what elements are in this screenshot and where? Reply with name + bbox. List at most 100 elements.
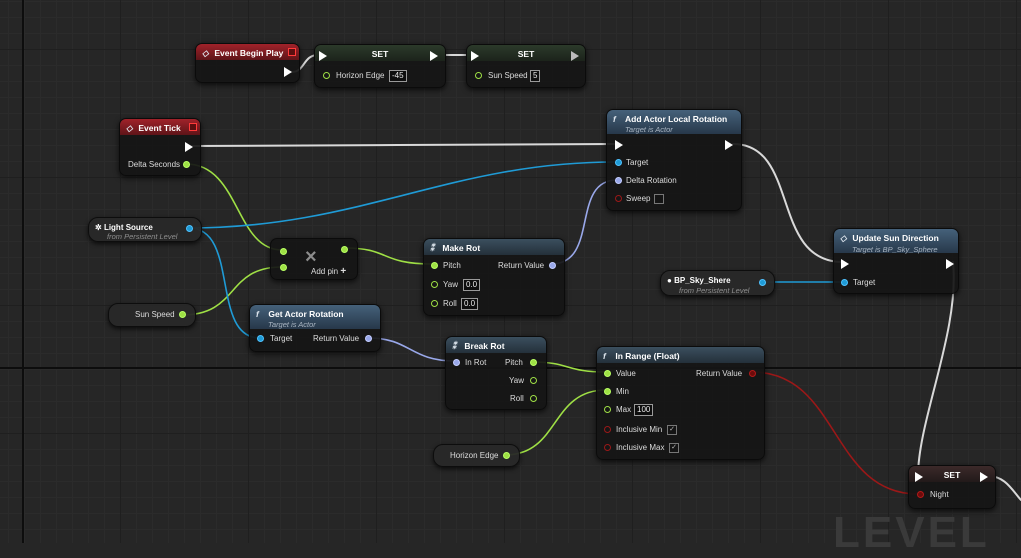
target-input-pin[interactable] (841, 279, 848, 286)
node-subtitle: Target is Actor (625, 125, 673, 134)
float-wire-delta-multiply (185, 163, 283, 251)
pin-label: Target (626, 158, 649, 167)
node-header: ⁑ Break Rot (446, 337, 546, 353)
node-subtitle: Target is BP_Sky_Sphere (852, 245, 938, 254)
inclusive-min-input-pin[interactable] (604, 426, 611, 433)
plus-icon: + (340, 266, 347, 277)
node-header: ◇ Event Tick (120, 119, 200, 135)
light-source-output-pin[interactable] (186, 225, 193, 232)
function-icon: f (256, 309, 259, 319)
pin-label: Return Value (313, 334, 360, 343)
night-input-pin[interactable] (917, 491, 924, 498)
yaw-output-pin[interactable] (530, 377, 537, 384)
yaw-input-pin[interactable] (431, 281, 438, 288)
pin-label: Inclusive Min (616, 425, 663, 434)
exec-in-pin[interactable] (615, 140, 623, 150)
get-actor-rotation-node[interactable]: f Get Actor Rotation Target is Actor Tar… (249, 304, 381, 352)
delta-seconds-output-pin[interactable] (183, 161, 190, 168)
horizon-edge-output-pin[interactable] (503, 452, 510, 459)
event-begin-play-node[interactable]: ◇ Event Begin Play (195, 43, 300, 83)
exec-out-pin[interactable] (946, 259, 954, 269)
exec-in-pin[interactable] (319, 51, 327, 61)
sweep-checkbox[interactable] (654, 194, 664, 204)
multiply-input-a-pin[interactable] (280, 248, 287, 255)
sun-speed-label: Sun Speed (135, 310, 175, 319)
pin-label: Roll (443, 299, 457, 308)
make-rot-node[interactable]: ⁑ Make Rot Pitch Return Value Yaw 0.0 Ro… (423, 238, 565, 316)
yaw-value-field[interactable]: 0.0 (463, 279, 481, 291)
exec-in-pin[interactable] (915, 472, 923, 482)
horizon-edge-input-pin[interactable] (323, 72, 330, 79)
exec-out-pin[interactable] (980, 472, 988, 482)
inclusive-max-input-pin[interactable] (604, 444, 611, 451)
max-input-pin[interactable] (604, 406, 611, 413)
return-value-output-pin[interactable] (365, 335, 372, 342)
exec-wire-addrotation-updatesun (732, 143, 844, 263)
add-actor-local-rotation-node[interactable]: f Add Actor Local Rotation Target is Act… (606, 109, 742, 211)
sun-speed-variable-node[interactable]: Sun Speed (108, 303, 196, 327)
value-input-pin[interactable] (604, 370, 611, 377)
rotator-wire-makerot-delta (550, 179, 618, 265)
exec-out-pin[interactable] (430, 51, 438, 61)
multiply-node[interactable]: × Add pin + (270, 238, 358, 280)
set-horizon-edge-node[interactable]: SET Horizon Edge -45 (314, 44, 446, 88)
target-input-pin[interactable] (257, 335, 264, 342)
multiply-input-b-pin[interactable] (280, 264, 287, 271)
sweep-input-pin[interactable] (615, 195, 622, 202)
roll-output-pin[interactable] (530, 395, 537, 402)
pin-label: Yaw (509, 376, 524, 385)
exec-in-pin[interactable] (841, 259, 849, 269)
return-value-output-pin[interactable] (549, 262, 556, 269)
in-rot-input-pin[interactable] (453, 359, 460, 366)
sun-speed-output-pin[interactable] (179, 311, 186, 318)
actor-icon: ● (667, 276, 675, 285)
sun-speed-input-pin[interactable] (475, 72, 482, 79)
roll-input-pin[interactable] (431, 300, 438, 307)
bp-sky-sphere-variable-node[interactable]: ● BP_Sky_Shere from Persistent Level (660, 270, 775, 296)
light-source-variable-node[interactable]: ✲ Light Source from Persistent Level (88, 217, 202, 242)
max-value-field[interactable]: 100 (634, 404, 654, 416)
rotator-icon: ⁑ (430, 243, 435, 253)
pin-label: Min (616, 387, 629, 396)
delegate-pin[interactable] (288, 48, 296, 56)
return-value-output-pin[interactable] (749, 370, 756, 377)
delta-rotation-input-pin[interactable] (615, 177, 622, 184)
node-title: SET (371, 49, 389, 59)
min-input-pin[interactable] (604, 388, 611, 395)
exec-out-pin[interactable] (725, 140, 733, 150)
exec-in-pin[interactable] (471, 51, 479, 61)
horizon-edge-value-field[interactable]: -45 (389, 70, 407, 82)
node-title: Get Actor Rotation (268, 309, 344, 319)
object-wire-light-target (188, 161, 616, 229)
pitch-input-pin[interactable] (431, 262, 438, 269)
exec-out-pin[interactable] (571, 51, 579, 61)
set-night-node[interactable]: SET Night (908, 465, 996, 509)
inclusive-max-checkbox[interactable]: ✓ (669, 443, 679, 453)
multiply-icon: × (305, 246, 317, 268)
pitch-output-pin[interactable] (530, 359, 537, 366)
target-input-pin[interactable] (615, 159, 622, 166)
inclusive-min-checkbox[interactable]: ✓ (667, 425, 677, 435)
pin-label: Max (616, 405, 632, 414)
delegate-pin[interactable] (189, 123, 197, 131)
pin-label: In Rot (465, 358, 487, 367)
roll-value-field[interactable]: 0.0 (461, 298, 479, 310)
update-sun-direction-node[interactable]: ◇ Update Sun Direction Target is BP_Sky_… (833, 228, 959, 294)
node-header: ⁑ Make Rot (424, 239, 564, 255)
bp-sky-output-pin[interactable] (759, 279, 766, 286)
horizon-edge-variable-node[interactable]: Horizon Edge (433, 444, 520, 467)
event-tick-node[interactable]: ◇ Event Tick Delta Seconds (119, 118, 201, 176)
exec-out-pin[interactable] (284, 67, 292, 77)
set-sun-speed-node[interactable]: SET Sun Speed 5 (466, 44, 586, 88)
sun-speed-value-field[interactable]: 5 (530, 70, 541, 82)
multiply-output-pin[interactable] (341, 246, 348, 253)
event-diamond-icon: ◇ (202, 48, 209, 58)
pin-label: Pitch (505, 358, 523, 367)
pin-label: Target (853, 278, 876, 287)
in-range-float-node[interactable]: f In Range (Float) Value Return Value Mi… (596, 346, 765, 460)
break-rot-node[interactable]: ⁑ Break Rot In Rot Pitch Yaw Roll (445, 336, 547, 410)
exec-wire-updatesun-setnight (917, 261, 955, 477)
add-pin-button[interactable]: Add pin + (311, 266, 347, 277)
pin-label: Delta Rotation (626, 176, 677, 185)
exec-out-pin[interactable] (185, 142, 193, 152)
